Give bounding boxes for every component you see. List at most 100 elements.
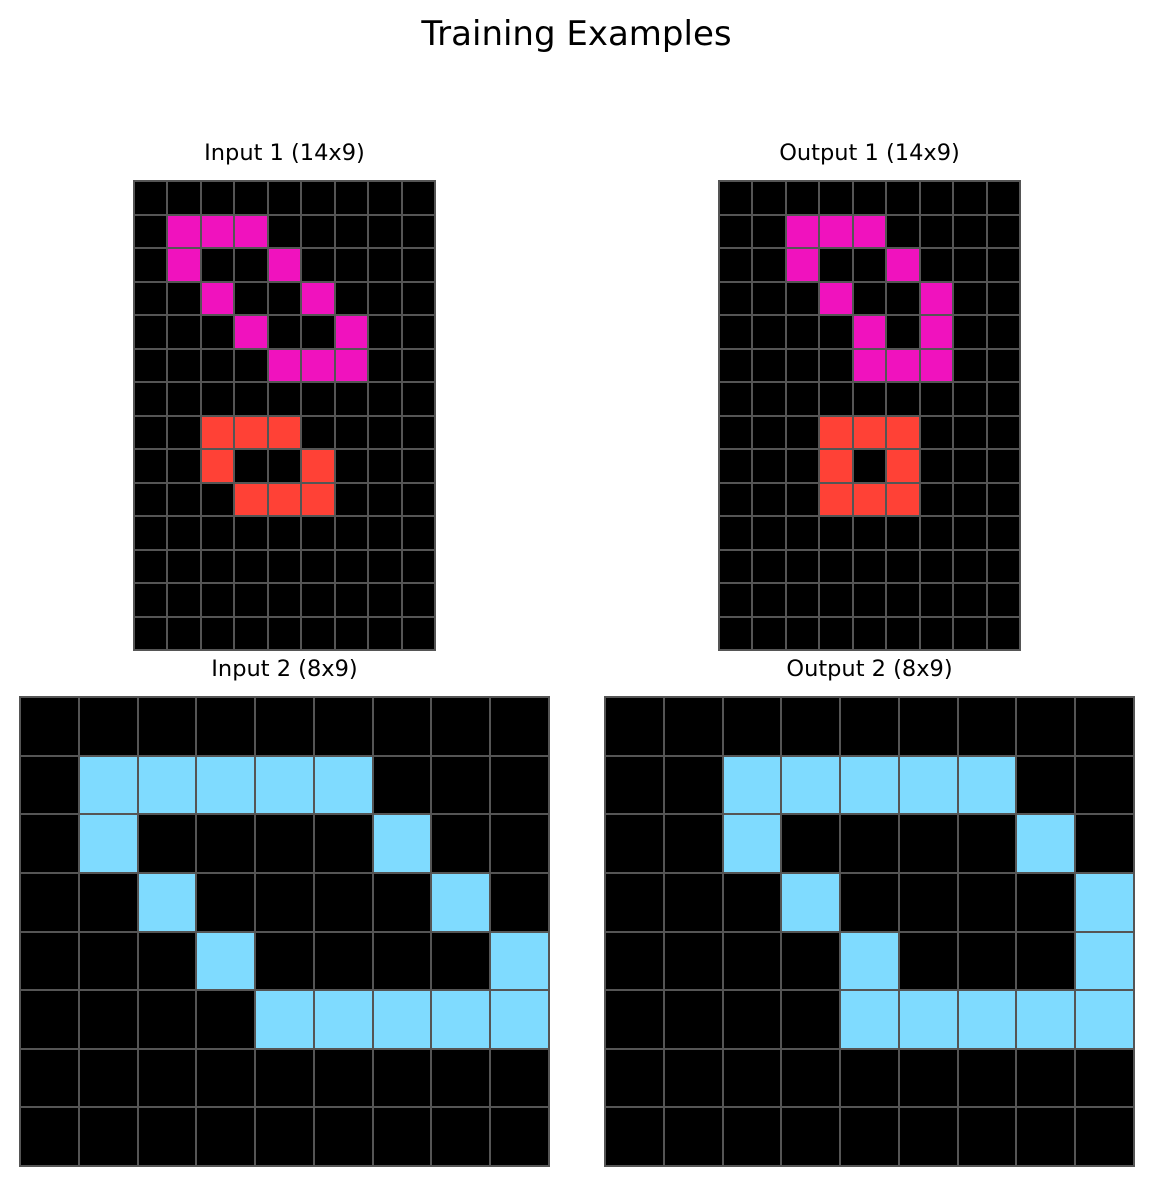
example-2-output-cell-r0-c6 [958,698,1016,755]
example-2-output-cell-r4-c3 [782,932,840,990]
example-1-output-cell-r6-c0 [720,383,752,415]
example-1-output-cell-r11-c1 [753,550,785,582]
example-1-output-cell-r10-c2 [786,517,819,549]
example-1-output-cell-r1-c8 [987,215,1019,247]
example-2-output-cell-r3-c1 [664,873,722,931]
example-2-output-cell-r2-c1 [664,815,722,872]
example-2-input-cell-r1-c4 [256,756,313,814]
example-1-output-cell-r7-c0 [720,416,752,448]
example-1-output-cell-r3-c8 [987,282,1019,314]
example-2-input-cell-r4-c2 [138,932,196,990]
example-1-input-cell-r1-c0 [135,215,167,247]
example-1-output-cell-r13-c4 [853,617,886,649]
example-2-output-cell-r7-c7 [1017,1108,1075,1165]
example-1-input-cell-r6-c6 [335,383,368,415]
example-2-output-cell-r7-c5 [899,1108,957,1165]
example-1-input-cell-r7-c1 [168,416,200,448]
example-1-output-cell-r7-c6 [920,416,953,448]
example-2-input-grid [19,696,550,1167]
example-1-input-cell-r6-c3 [235,383,267,415]
example-2-input-cell-r7-c4 [256,1108,313,1165]
example-1-input-cell-r0-c4 [268,182,301,214]
example-2-input-cell-r1-c8 [491,756,548,814]
example-1-output-cell-r8-c6 [920,450,953,482]
example-1-input-cell-r0-c6 [335,182,368,214]
example-1-output-cell-r11-c0 [720,550,752,582]
example-1-input-cell-r3-c2 [201,282,234,314]
example-1-output-cell-r7-c7 [954,416,986,448]
example-1-input-cell-r7-c0 [135,416,167,448]
example-1-input-cell-r13-c5 [302,617,334,649]
example-1-input-cell-r8-c4 [268,450,301,482]
example-2-input-cell-r4-c0 [21,932,78,990]
example-1-output-cell-r8-c8 [987,450,1019,482]
example-2-output-cell-r1-c8 [1076,756,1133,814]
example-2-input-cell-r3-c8 [491,873,548,931]
example-1-output-cell-r10-c1 [753,517,785,549]
example-1-output-cell-r10-c7 [954,517,986,549]
example-2-input-cell-r0-c3 [197,698,255,755]
example-1-input-cell-r7-c6 [335,416,368,448]
example-1-input-cell-r13-c3 [235,617,267,649]
example-1-input-cell-r3-c4 [268,282,301,314]
example-1-input-cell-r2-c8 [402,249,434,281]
example-1-input-cell-r9-c3 [235,483,267,515]
example-2-input-cell-r6-c6 [373,1049,431,1107]
example-2-input-cell-r5-c1 [79,991,137,1048]
example-1-input-cell-r4-c8 [402,316,434,348]
example-1-output-cell-r6-c4 [853,383,886,415]
example-1-input-cell-r6-c7 [369,383,401,415]
example-1-input-cell-r6-c5 [302,383,334,415]
example-2-output-cell-r6-c6 [958,1049,1016,1107]
example-2-output-grid [604,696,1135,1167]
example-1-output-cell-r11-c2 [786,550,819,582]
example-2-output-cell-r5-c5 [899,991,957,1048]
example-1-input-cell-r11-c3 [235,550,267,582]
example-2-input-cell-r7-c3 [197,1108,255,1165]
example-2-input-cell-r2-c4 [256,815,313,872]
example-1-output-cell-r4-c2 [786,316,819,348]
example-1-output-cell-r11-c3 [820,550,852,582]
example-1-input-cell-r11-c6 [335,550,368,582]
example-1-output-cell-r5-c4 [853,349,886,381]
example-2-input-cell-r6-c8 [491,1049,548,1107]
example-2-input-cell-r2-c8 [491,815,548,872]
example-2-input-cell-r5-c4 [256,991,313,1048]
example-1-input-cell-r12-c8 [402,584,434,616]
example-2-output-cell-r1-c2 [723,756,781,814]
example-1-input-panel: Input 1 (14x9) [133,140,436,652]
example-1-input-cell-r2-c7 [369,249,401,281]
example-1-output-cell-r6-c8 [987,383,1019,415]
example-1-output-cell-r13-c3 [820,617,852,649]
example-2-input-cell-r3-c3 [197,873,255,931]
example-1-input-cell-r3-c1 [168,282,200,314]
example-1-output-cell-r1-c6 [920,215,953,247]
example-1-input-cell-r4-c6 [335,316,368,348]
example-2-input-cell-r7-c0 [21,1108,78,1165]
example-2-output-cell-r0-c0 [606,698,663,755]
example-2-input-title: Input 2 (8x9) [211,656,358,682]
example-1-output-cell-r4-c6 [920,316,953,348]
example-1-input-cell-r5-c0 [135,349,167,381]
example-2-input-cell-r6-c4 [256,1049,313,1107]
example-1-input-cell-r0-c1 [168,182,200,214]
example-1-input-cell-r10-c4 [268,517,301,549]
example-1-output-cell-r2-c8 [987,249,1019,281]
example-1-input-title: Input 1 (14x9) [204,140,365,166]
example-2-input-cell-r3-c2 [138,873,196,931]
example-1-input-cell-r1-c4 [268,215,301,247]
example-1-input-cell-r13-c6 [335,617,368,649]
example-2-input-cell-r7-c6 [373,1108,431,1165]
example-2-input-panel: Input 2 (8x9) [19,656,550,1168]
example-1-input-cell-r9-c5 [302,483,334,515]
example-1-output-cell-r2-c7 [954,249,986,281]
example-2-output-cell-r3-c8 [1076,873,1133,931]
example-1-input-cell-r11-c1 [168,550,200,582]
example-2-output-panel: Output 2 (8x9) [604,656,1135,1168]
example-1-output-cell-r5-c2 [786,349,819,381]
example-1-input-cell-r11-c8 [402,550,434,582]
example-2-output-cell-r4-c6 [958,932,1016,990]
example-1-input-cell-r2-c1 [168,249,200,281]
example-1-output-cell-r4-c1 [753,316,785,348]
example-1-output-cell-r3-c7 [954,282,986,314]
